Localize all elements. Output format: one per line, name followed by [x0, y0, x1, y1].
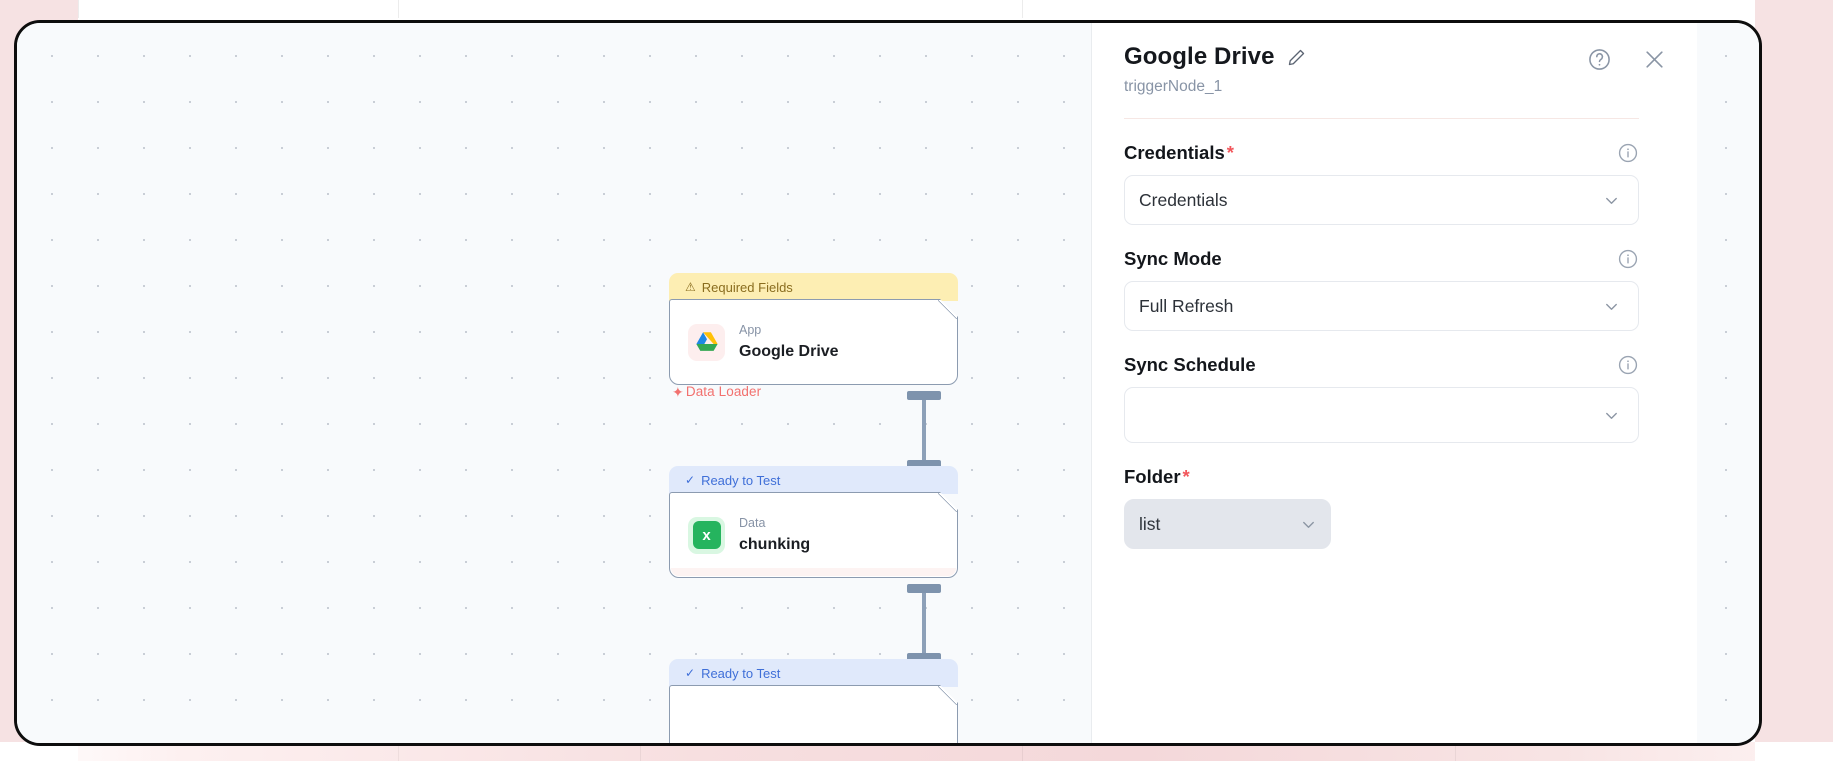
node-status-badge-ready-to-test: ✓ Ready to Test	[669, 659, 958, 687]
field-label-row: Credentials*	[1124, 142, 1639, 164]
underlying-bottom-strip	[0, 742, 1833, 761]
panel-header-actions	[1587, 47, 1667, 72]
close-icon[interactable]	[1642, 47, 1667, 72]
page-background-right	[1755, 0, 1833, 761]
node-body[interactable]: x Data chunking	[669, 492, 958, 578]
highlighted-viewport: ✦ Data Loader ⚠ Required Fields	[14, 20, 1762, 746]
required-asterisk: *	[1226, 142, 1234, 163]
data-loader-text: Data Loader	[685, 384, 762, 399]
flow-node-partial[interactable]: ✓ Ready to Test	[669, 659, 958, 746]
panel-header: Google Drive triggerNode_1	[1124, 23, 1663, 96]
select-sync-mode[interactable]: Full Refresh	[1124, 281, 1639, 331]
node-id-subtitle: triggerNode_1	[1124, 78, 1223, 95]
connector-2	[907, 584, 941, 662]
select-sync-schedule[interactable]	[1124, 387, 1639, 443]
field-label: Credentials*	[1124, 142, 1234, 163]
field-label: Sync Schedule	[1124, 354, 1256, 375]
node-kind: App	[739, 323, 762, 338]
node-status-badge-ready-to-test: ✓ Ready to Test	[669, 466, 958, 494]
select-value: Credentials	[1139, 189, 1228, 210]
node-status-badge-required-fields: ⚠ Required Fields	[669, 273, 958, 301]
node-status-text: Ready to Test	[701, 472, 781, 488]
info-icon[interactable]	[1617, 142, 1639, 164]
flow-node-chunking[interactable]: ✓ Ready to Test x Data chunking	[669, 466, 958, 578]
help-circle-icon[interactable]	[1587, 47, 1612, 72]
spreadsheet-icon: x	[688, 517, 725, 554]
chevron-down-icon[interactable]	[1602, 191, 1621, 210]
node-detail-panel: Google Drive triggerNode_1	[1091, 23, 1697, 743]
select-value: Full Refresh	[1139, 295, 1234, 316]
google-drive-icon	[688, 324, 725, 361]
field-label: Sync Mode	[1124, 248, 1222, 269]
field-label: Folder*	[1124, 466, 1190, 487]
node-text: Data chunking	[739, 514, 810, 556]
underlying-top-strip	[0, 0, 1833, 18]
node-kind: Data	[739, 516, 766, 531]
field-credentials: Credentials* Credentials	[1124, 142, 1639, 225]
node-title: Google Drive	[739, 342, 839, 360]
node-body[interactable]: App Google Drive	[669, 299, 958, 385]
canvas-right-gutter	[1697, 23, 1759, 743]
field-label-row: Sync Schedule	[1124, 354, 1639, 376]
field-label-row: Sync Mode	[1124, 248, 1639, 270]
select-credentials[interactable]: Credentials	[1124, 175, 1639, 225]
chevron-down-icon[interactable]	[1602, 297, 1621, 316]
chevron-down-icon[interactable]	[1602, 406, 1621, 425]
check-icon: ✓	[685, 666, 696, 680]
node-body[interactable]	[669, 685, 958, 746]
check-icon: ✓	[685, 473, 696, 487]
pencil-icon[interactable]	[1287, 48, 1306, 67]
header-divider	[1124, 118, 1639, 119]
required-asterisk: *	[1182, 466, 1190, 487]
info-icon[interactable]	[1617, 354, 1639, 376]
node-text: App Google Drive	[739, 321, 839, 363]
flow-canvas[interactable]: ✦ Data Loader ⚠ Required Fields	[17, 23, 1091, 743]
data-loader-label: ✦ Data Loader	[672, 384, 761, 399]
select-value: list	[1139, 513, 1161, 534]
select-folder[interactable]: list	[1124, 499, 1331, 549]
node-title: chunking	[739, 535, 811, 553]
field-folder: Folder* list	[1124, 466, 1639, 549]
connector-1	[907, 391, 941, 469]
node-status-text: Required Fields	[701, 279, 793, 295]
chevron-down-icon[interactable]	[1299, 515, 1318, 534]
field-sync-schedule: Sync Schedule	[1124, 354, 1639, 443]
field-label-row: Folder*	[1124, 466, 1639, 488]
select-value	[1139, 405, 1144, 426]
node-status-text: Ready to Test	[701, 665, 781, 681]
spark-icon: ✦	[672, 383, 684, 400]
page-title: Google Drive	[1124, 43, 1275, 70]
warning-triangle-icon: ⚠	[685, 280, 696, 294]
info-icon[interactable]	[1617, 248, 1639, 270]
flow-node-google-drive[interactable]: ⚠ Required Fields App Google	[669, 273, 958, 385]
